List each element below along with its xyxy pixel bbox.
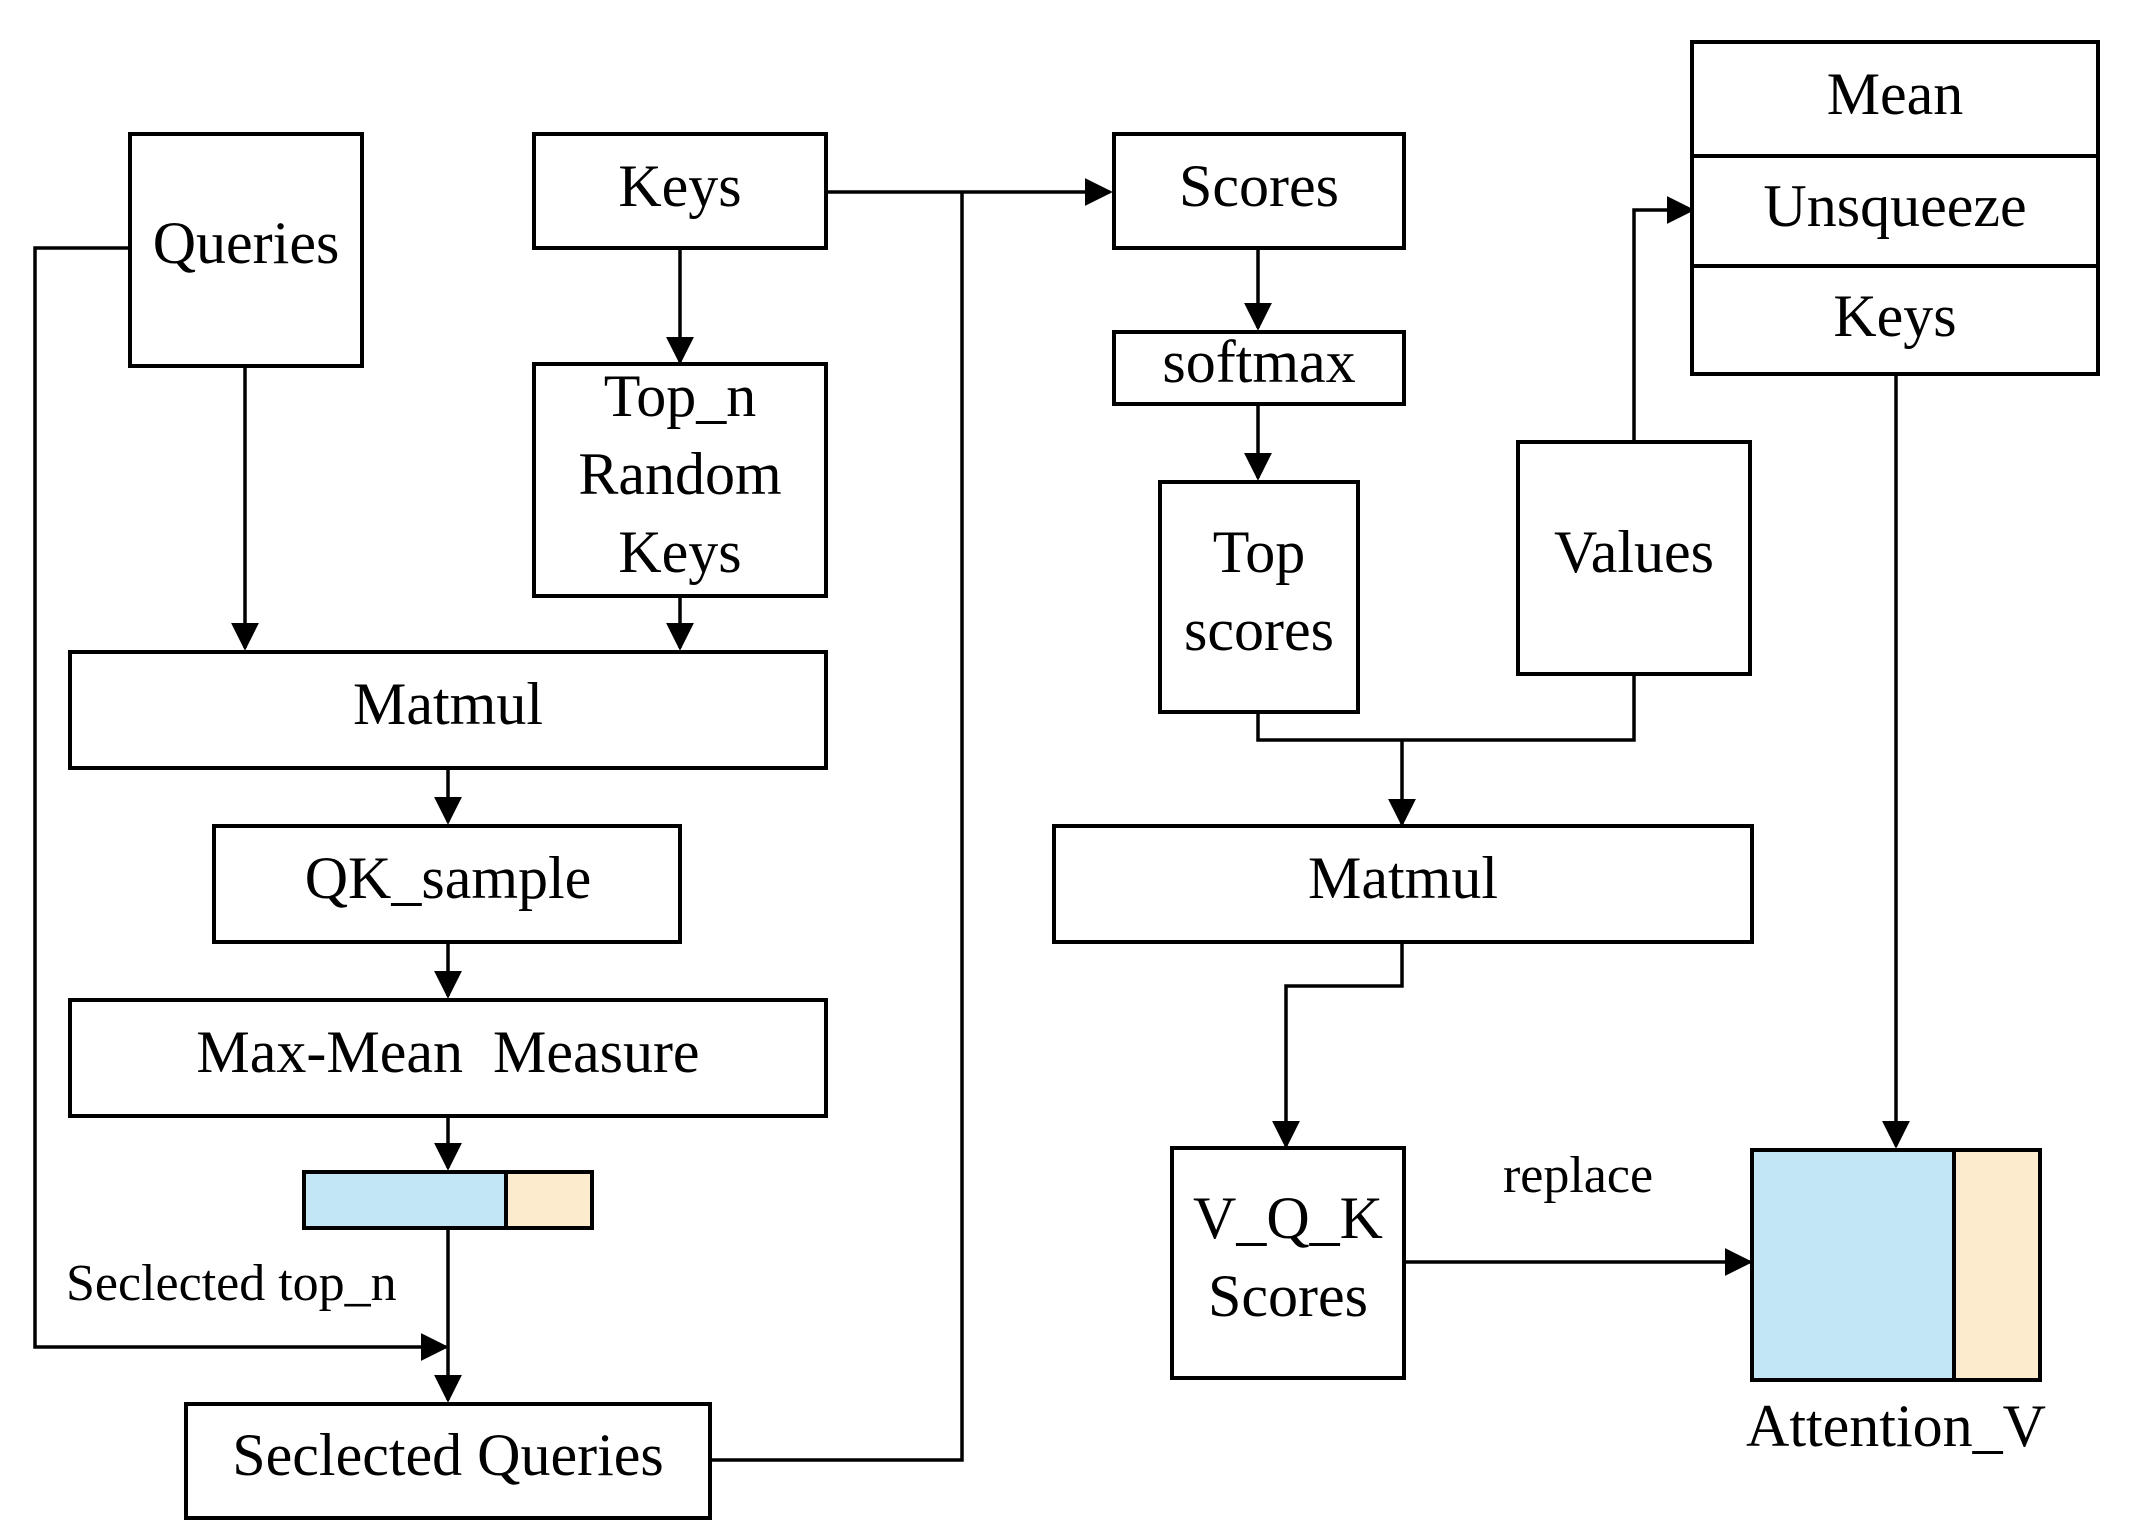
matmul-left-node: Matmul (68, 650, 828, 770)
edge-values-to-unsqueeze (1632, 196, 1695, 442)
values-node: Values (1516, 440, 1752, 676)
queries-label: Queries (153, 210, 340, 276)
edge-merge-to-matmul (1256, 676, 1636, 742)
matmul-left-label: Matmul (353, 671, 543, 737)
selected-queries-label: Seclected Queries (232, 1422, 663, 1488)
top-scores-label-line-2: scores (1184, 597, 1334, 663)
v-q-k-scores-node: V_Q_K Scores (1170, 1146, 1406, 1380)
v-q-k-scores-label-line-1: V_Q_K (1193, 1185, 1383, 1251)
selected-queries-node: Seclected Queries (184, 1402, 712, 1520)
top-n-label-line-1: Top_n (604, 363, 756, 429)
attention-v-node: Attention_V (1746, 1148, 2046, 1459)
stack-unsqueeze-label: Unsqueeze (1763, 173, 2026, 239)
matmul-right-node: Matmul (1052, 824, 1754, 944)
keys-label: Keys (618, 153, 741, 219)
selection-bar-blue (302, 1170, 508, 1230)
top-n-label-line-3: Keys (618, 519, 741, 585)
queries-node: Queries (128, 132, 364, 368)
attention-v-tan (1952, 1148, 2042, 1382)
selected-top-n-label: Seclected top_n (66, 1255, 397, 1312)
top-scores-node: Top scores (1158, 480, 1360, 714)
top-n-label-line-2: Random (578, 441, 781, 507)
max-mean-measure-label: Max-Mean Measure (196, 1019, 699, 1085)
attention-v-blue (1750, 1148, 1956, 1382)
replace-label: replace (1503, 1147, 1653, 1204)
scores-node: Scores (1112, 132, 1406, 250)
selection-bar-tan (504, 1170, 594, 1230)
softmax-node: softmax (1112, 329, 1406, 406)
values-label: Values (1554, 519, 1714, 585)
keys-node: Keys (532, 132, 828, 250)
top-scores-label-line-1: Top (1213, 519, 1305, 585)
attention-v-label: Attention_V (1746, 1393, 2046, 1459)
edges (33, 178, 1910, 1462)
matmul-right-label: Matmul (1308, 845, 1498, 911)
qk-sample-node: QK_sample (212, 824, 682, 944)
edge-queries-bypass (33, 246, 449, 1361)
stack-mean-label: Mean (1827, 61, 1964, 127)
top-n-random-keys-node: Top_n Random Keys (532, 362, 828, 598)
qk-sample-label: QK_sample (305, 845, 592, 911)
v-q-k-scores-label-line-2: Scores (1208, 1263, 1368, 1329)
stack-keys-label: Keys (1833, 283, 1956, 349)
mean-unsqueeze-keys-stack: Mean Unsqueeze Keys (1690, 40, 2100, 376)
scores-label: Scores (1179, 153, 1339, 219)
selection-bar (302, 1170, 594, 1230)
edge-matmul-to-vqk (1272, 942, 1404, 1149)
edge-selected-queries-to-scores (710, 192, 964, 1462)
max-mean-measure-node: Max-Mean Measure (68, 998, 828, 1118)
softmax-label: softmax (1162, 329, 1355, 395)
